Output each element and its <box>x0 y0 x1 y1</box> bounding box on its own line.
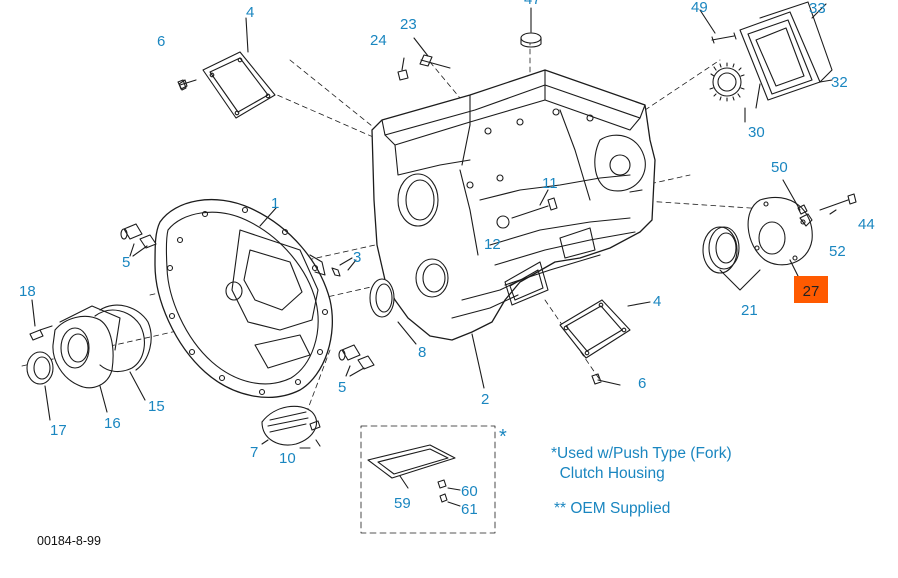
asterisk-marker: * <box>499 426 507 448</box>
callout-15: 15 <box>148 398 165 415</box>
callout-50: 50 <box>771 159 788 176</box>
callout-21: 21 <box>741 302 758 319</box>
callout-10: 10 <box>279 450 296 467</box>
callout-24: 24 <box>370 32 387 49</box>
callout-32: 32 <box>831 74 848 91</box>
callout-4-upper: 4 <box>246 4 255 21</box>
callout-16: 16 <box>104 415 121 432</box>
callout-44: 44 <box>858 216 875 233</box>
callout-1: 1 <box>271 195 280 212</box>
callout-18: 18 <box>19 283 36 300</box>
callout-49: 49 <box>691 0 708 16</box>
callout-2: 2 <box>481 391 490 408</box>
callout-5-upper: 5 <box>122 254 131 271</box>
callout-47: 47 <box>524 0 541 7</box>
callout-4-lower: 4 <box>653 293 662 310</box>
callout-5-lower: 5 <box>338 379 347 396</box>
callout-52: 52 <box>829 243 846 260</box>
callout-59: 59 <box>394 495 411 512</box>
callout-30: 30 <box>748 124 765 141</box>
callout-8: 8 <box>418 344 427 361</box>
drawing-number: 00184-8-99 <box>37 534 101 548</box>
note-push-type-clutch-housing: *Used w/Push Type (Fork) Clutch Housing <box>551 445 732 482</box>
callout-11: 11 <box>542 175 558 192</box>
callout-23: 23 <box>400 16 417 33</box>
callout-7: 7 <box>250 444 259 461</box>
callout-61: 61 <box>461 501 478 518</box>
callout-33: 33 <box>809 0 826 17</box>
callout-60: 60 <box>461 483 478 500</box>
callout-17: 17 <box>50 422 67 439</box>
callout-12: 12 <box>484 236 501 253</box>
callout-6-lower: 6 <box>638 375 647 392</box>
note-oem-supplied: ** OEM Supplied <box>554 500 671 517</box>
callout-3: 3 <box>353 249 362 266</box>
callout-27-highlighted[interactable]: 27 <box>794 276 828 303</box>
callout-6-upper: 6 <box>157 33 166 50</box>
